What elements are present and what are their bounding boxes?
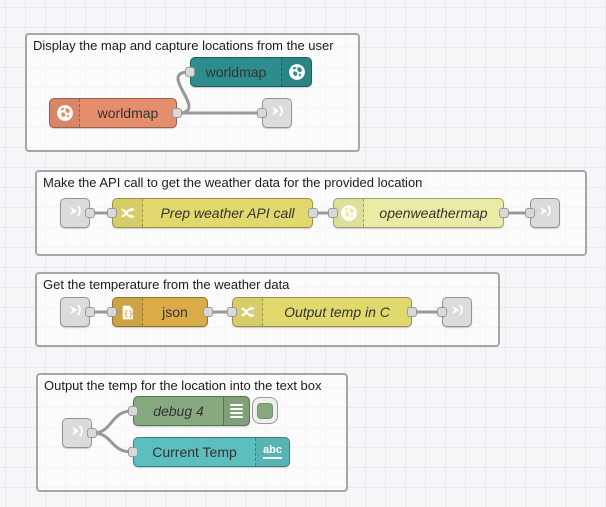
node-link-out[interactable] (525, 198, 560, 228)
input-port[interactable] (328, 208, 338, 218)
group-title: Display the map and capture locations fr… (33, 38, 334, 53)
globe-icon (50, 99, 80, 127)
node-label: Output temp in C (284, 304, 390, 320)
node-current-temp[interactable]: Current Temp abc (128, 437, 290, 467)
output-port[interactable] (308, 208, 318, 218)
output-port[interactable] (407, 307, 417, 317)
output-port[interactable] (203, 307, 213, 317)
group-map[interactable]: Display the map and capture locations fr… (25, 33, 360, 152)
debug-toggle-button[interactable] (252, 397, 278, 424)
input-port[interactable] (257, 108, 267, 118)
output-port[interactable] (499, 208, 509, 218)
shuffle-icon (233, 298, 263, 326)
input-port[interactable] (128, 406, 138, 416)
node-worldmap-in[interactable]: worldmap (49, 98, 182, 128)
group-title: Get the temperature from the weather dat… (43, 277, 290, 292)
link-out-icon (537, 203, 553, 224)
node-worldmap-out[interactable]: worldmap (185, 57, 312, 87)
link-in-icon (67, 203, 83, 224)
node-label: worldmap (97, 105, 159, 121)
input-port[interactable] (525, 208, 535, 218)
group-output[interactable]: Output the temp for the location into th… (36, 373, 348, 492)
node-label: debug 4 (153, 403, 204, 419)
link-in-icon (69, 423, 85, 444)
output-port[interactable] (85, 307, 95, 317)
node-output-temp-in-c[interactable]: Output temp in C (227, 297, 417, 327)
node-debug-4[interactable]: debug 4 (128, 396, 250, 426)
input-port[interactable] (107, 208, 117, 218)
globe-icon (281, 58, 311, 86)
node-json[interactable]: json (107, 297, 213, 327)
input-port[interactable] (185, 67, 195, 77)
globe-icon (334, 199, 364, 227)
input-port[interactable] (107, 307, 117, 317)
node-link-in[interactable] (60, 297, 95, 327)
output-port[interactable] (172, 108, 182, 118)
node-label: openweathermap (379, 205, 488, 221)
node-link-out[interactable] (437, 297, 472, 327)
link-in-icon (67, 302, 83, 323)
debug-list-icon (223, 397, 249, 425)
output-port[interactable] (87, 428, 97, 438)
link-out-icon (449, 302, 465, 323)
input-port[interactable] (128, 447, 138, 457)
input-port[interactable] (227, 307, 237, 317)
wire[interactable] (91, 431, 134, 454)
node-label: Current Temp (152, 444, 237, 460)
node-link-out[interactable] (257, 98, 292, 128)
shuffle-icon (113, 199, 143, 227)
node-prep-weather-api-call[interactable]: Prep weather API call (107, 198, 318, 228)
group-title: Make the API call to get the weather dat… (43, 175, 423, 190)
abc-text-icon: abc (255, 438, 289, 466)
wire[interactable] (91, 409, 134, 435)
node-link-in[interactable] (62, 418, 97, 448)
node-label: json (162, 304, 188, 320)
debug-toggle-state (257, 402, 273, 419)
node-openweathermap[interactable]: openweathermap (328, 198, 509, 228)
node-link-in[interactable] (60, 198, 95, 228)
wire[interactable] (176, 70, 191, 115)
link-out-icon (269, 103, 285, 124)
output-port[interactable] (85, 208, 95, 218)
group-title: Output the temp for the location into th… (44, 378, 322, 393)
input-port[interactable] (437, 307, 447, 317)
json-file-icon (113, 298, 143, 326)
node-label: worldmap (205, 64, 267, 80)
node-label: Prep weather API call (160, 205, 295, 221)
